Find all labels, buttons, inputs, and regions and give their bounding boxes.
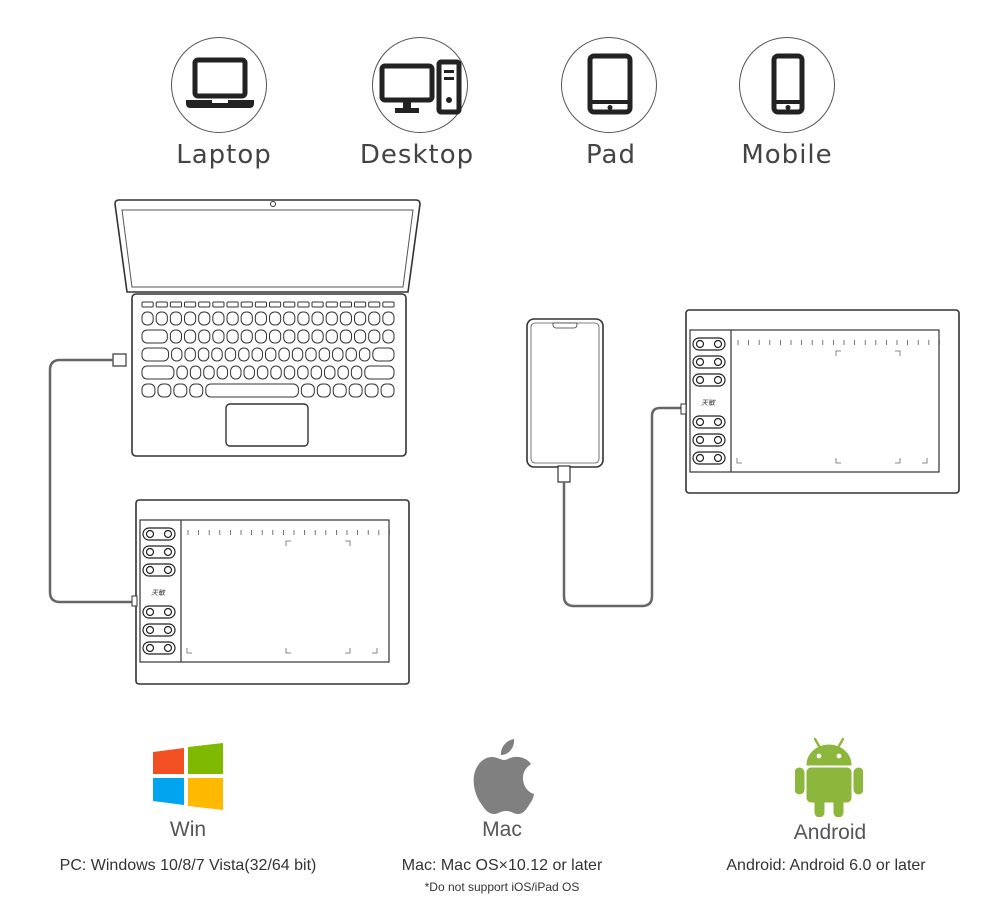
os-desc-mac: Mac: Mac OS×10.12 or later: [401, 857, 603, 874]
usb-plug: [112, 353, 127, 367]
mobile-phone-icon: [739, 37, 835, 133]
os-desc-windows: PC: Windows 10/8/7 Vista(32/64 bit): [59, 857, 317, 874]
tablet-icon: [561, 37, 657, 133]
device-label-mobile: Mobile: [741, 140, 833, 170]
drawing-tablet-left: 天敏: [131, 499, 410, 685]
drawing-tablet-right: 天敏: [680, 309, 960, 494]
tablet-brand-left: 天敏: [151, 589, 166, 597]
connection-illustration: 天敏 天敏: [48, 199, 960, 685]
usb-cable-left: [48, 358, 132, 604]
os-note-mac: *Do not support iOS/iPad OS: [424, 880, 580, 894]
device-label-desktop: Desktop: [359, 140, 475, 170]
windows-logo-icon: [153, 743, 223, 810]
laptop-icon: [171, 37, 267, 133]
desktop-icon: [372, 37, 468, 133]
os-name-windows: Win: [169, 818, 207, 841]
active-area-corners-left: [186, 540, 378, 654]
os-name-mac: Mac: [482, 818, 522, 841]
tablet-brand-right: 天敏: [701, 399, 716, 407]
laptop-keyboard: [141, 301, 395, 398]
android-logo-icon: [795, 737, 863, 817]
apple-logo-icon: [473, 739, 534, 814]
device-label-pad: Pad: [586, 140, 636, 170]
device-label-laptop: Laptop: [176, 140, 272, 170]
mobile-phone-illustration: [526, 318, 604, 483]
active-area-corners-right: [736, 350, 928, 464]
usb-cable-right: [562, 406, 682, 608]
laptop-illustration: [112, 199, 421, 457]
os-name-android: Android: [793, 821, 867, 844]
os-desc-android: Android: Android 6.0 or later: [726, 857, 926, 874]
laptop-trackpad: [225, 403, 309, 447]
